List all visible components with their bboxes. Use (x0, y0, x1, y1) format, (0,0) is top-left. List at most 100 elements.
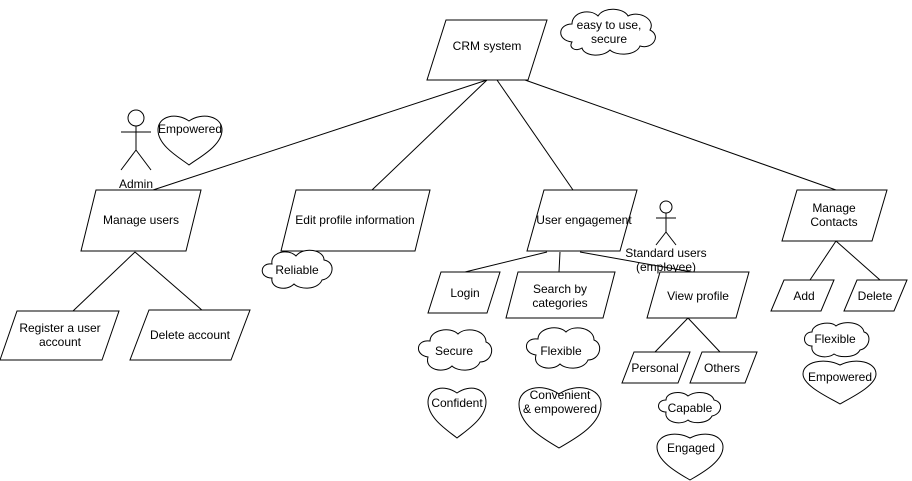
cloud-flexible-search-shape (526, 327, 601, 369)
actor-admin-label: Admin (119, 177, 153, 191)
node-delete-account: Delete account (129, 309, 251, 361)
node-manage-contacts-shape (781, 189, 888, 242)
cloud-flexible-search-label: Flexible (540, 344, 582, 358)
node-login-shape (427, 271, 501, 314)
cloud-easy-to-use-label: easy to use,secure (577, 18, 642, 46)
heart-confident: Confident (427, 387, 487, 439)
node-personal-shape (621, 351, 691, 384)
actor-admin: Admin (119, 109, 153, 191)
label-line: Contacts (810, 215, 857, 229)
node-add-shape (770, 279, 835, 312)
heart-engaged: Engaged (656, 433, 724, 481)
node-user-engagement-label: User engagement (536, 213, 632, 227)
heart-icon (802, 360, 877, 405)
label-line: Secure (435, 344, 473, 358)
heart-icon (427, 387, 487, 439)
label-line: Empowered (808, 370, 872, 384)
cloud-flexible-contacts-shape (804, 322, 870, 358)
heart-confident-label: Confident (431, 396, 483, 410)
node-others-shape (689, 351, 758, 384)
node-delete-account-shape (129, 309, 251, 361)
heart-empowered-contacts-label: Empowered (808, 370, 872, 384)
node-delete-account-label: Delete account (150, 328, 231, 342)
label-line: Confident (431, 396, 483, 410)
label-line: Manage (812, 201, 856, 215)
label-line: Capable (668, 401, 713, 415)
node-delete: Delete (843, 279, 908, 312)
heart-empowered-admin: Empowered (157, 115, 223, 166)
heart-empowered-admin-label: Empowered (158, 122, 222, 136)
label-line: & empowered (523, 402, 597, 416)
cloud-easy-to-use-shape (560, 8, 656, 56)
cloud-flexible-search: Flexible (526, 327, 601, 369)
heart-convenient-label: Convenient& empowered (523, 388, 597, 416)
label-line: Empowered (158, 122, 222, 136)
cloud-secure: Secure (418, 329, 493, 371)
edge-manage-users-delete (134, 251, 204, 312)
label-line: Delete account (150, 328, 231, 342)
label-line: account (39, 335, 82, 349)
heart-icon (518, 387, 602, 449)
label-line: Flexible (814, 332, 856, 346)
node-personal: Personal (621, 351, 691, 384)
heart-engaged-label: Engaged (667, 441, 715, 455)
cloud-reliable-shape (261, 249, 333, 289)
node-user-engagement: User engagement (526, 189, 638, 252)
label-line: View profile (667, 289, 729, 303)
node-others-label: Others (704, 361, 740, 375)
edge-root-manage-contacts (524, 79, 837, 191)
edge-engagement-search (558, 251, 561, 273)
node-edit-profile: Edit profile information (280, 189, 431, 252)
label-line: Engaged (667, 441, 715, 455)
label-line: CRM system (453, 39, 522, 53)
node-edit-profile-shape (280, 189, 431, 252)
cloud-reliable: Reliable (261, 249, 333, 289)
node-view-profile-shape (646, 271, 750, 319)
node-edit-profile-label: Edit profile information (295, 213, 414, 227)
heart-convenient: Convenient& empowered (518, 387, 602, 449)
edge-root-user-engagement (496, 79, 574, 191)
node-user-engagement-shape (526, 189, 638, 252)
cloud-easy-to-use: easy to use,secure (560, 8, 656, 56)
label-line: easy to use, (577, 18, 642, 32)
label-line: (employee) (636, 260, 696, 274)
node-crm-system-label: CRM system (453, 39, 522, 53)
stick-figure-icon (655, 200, 677, 246)
actor-standard-users-label: Standard users(employee) (625, 246, 706, 274)
node-delete-label: Delete (858, 289, 893, 303)
edge-root-edit-profile (371, 79, 488, 191)
cloud-capable-shape (658, 392, 721, 424)
cloud-secure-label: Secure (435, 344, 473, 358)
edge-view-profile-personal (654, 317, 689, 353)
cloud-capable: Capable (658, 392, 721, 424)
node-manage-users: Manage users (80, 189, 202, 252)
heart-icon (157, 115, 223, 166)
node-register-account-shape (0, 310, 120, 361)
node-search-categories-shape (505, 271, 616, 319)
edge-engagement-view-profile (579, 251, 693, 273)
label-line: Delete (858, 289, 893, 303)
cloud-flexible-contacts-label: Flexible (814, 332, 856, 346)
edge-contacts-delete (835, 240, 881, 281)
cloud-capable-label: Capable (668, 401, 713, 415)
edge-contacts-add (809, 240, 837, 281)
node-add-label: Add (793, 289, 814, 303)
heart-icon (656, 433, 724, 481)
label-line: Standard users (625, 246, 706, 260)
label-line: categories (532, 296, 587, 310)
node-manage-users-label: Manage users (103, 213, 179, 227)
label-line: Convenient (530, 388, 591, 402)
label-line: Login (450, 286, 479, 300)
edge-view-profile-others (687, 317, 721, 353)
node-view-profile: View profile (646, 271, 750, 319)
heart-empowered-contacts: Empowered (802, 360, 877, 405)
label-line: Search by (533, 282, 587, 296)
